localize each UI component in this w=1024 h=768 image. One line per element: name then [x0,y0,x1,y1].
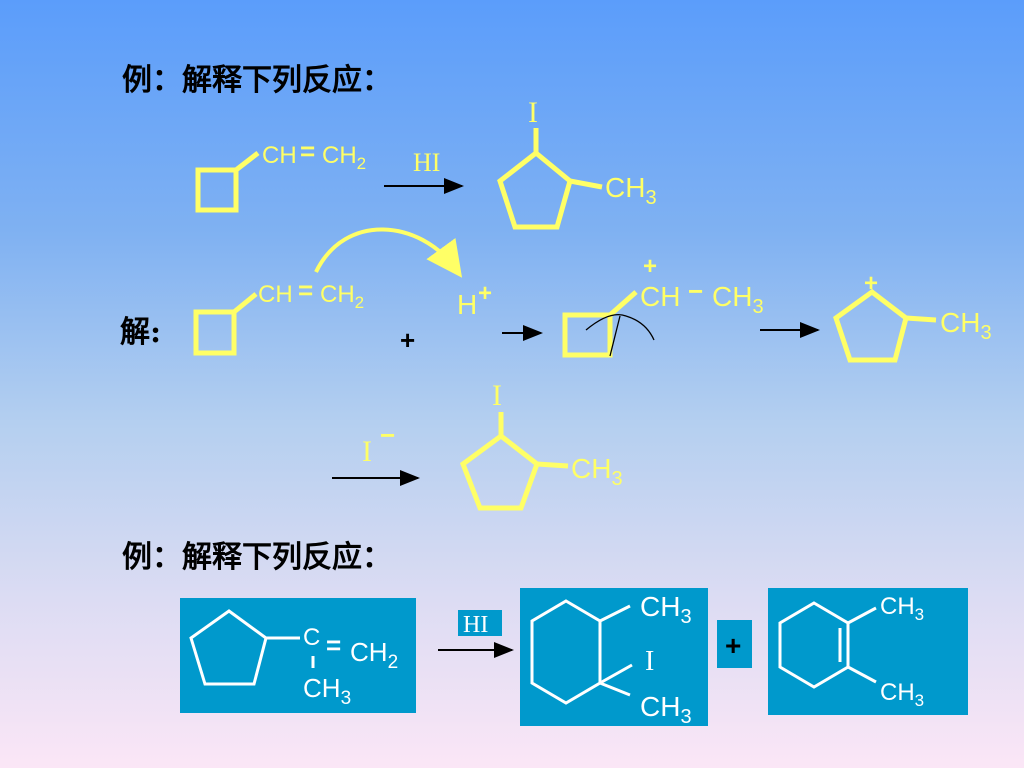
reaction2-product2-panel: CH3 CH3 [768,588,968,715]
svg-text:CH3: CH3 [303,673,351,709]
product2-ch3-bottom-sub: 3 [915,691,924,710]
product-ch3-sub: 3 [645,187,656,209]
reactant-ch2: CH [320,281,355,308]
reactant-c: C [303,624,320,651]
cyclobutane-ring [562,312,613,358]
reaction1-reactant: CH = CH2 [195,136,366,213]
product1-ch3-bottom-sub: 3 [680,706,691,728]
cyclopentane-ring [833,288,909,363]
teal-panel [768,588,968,715]
plus-sign: + [725,630,741,661]
mechanism-product: I CH3 [459,379,623,511]
mechanism-reactant: CH = CH2 [193,275,364,356]
cyclobutane-ring [193,309,237,356]
product1-ch3-bottom: CH [640,691,680,722]
product1-ch3-top: CH [640,591,680,622]
double-bond: = [300,136,315,166]
cyclopentane-ring [189,609,268,686]
svg-text:CH2: CH2 [350,637,398,673]
svg-text:CH3: CH3 [880,593,924,624]
reactant-ch3-sub: 3 [341,688,352,709]
plus-panel [717,620,752,668]
ring-ch3-sub: 3 [980,322,991,344]
reactant-ch2-sub: 2 [355,293,364,312]
product-ch3-sub: 3 [611,468,622,490]
svg-text:CH2: CH2 [320,281,364,312]
answer-label: 解: [120,315,161,350]
reactant-ch2-sub: 2 [388,652,399,673]
rearrangement-curve [585,313,655,341]
ring-expanded-cation: + CH3 [833,270,992,363]
reagent-hi: HI [463,612,488,638]
heading-bottom: 例：解释下列反应： [122,540,392,575]
product2-ch3-bottom: CH [880,679,915,706]
bond-migration-line [609,315,621,357]
reaction2-product1-panel: CH3 I CH3 [520,588,708,728]
electron-push-arrow [314,227,463,278]
product1-iodine: I [645,646,654,677]
ring-charge: + [864,270,878,297]
svg-text:CH3: CH3 [940,307,992,344]
cyclopentane-ring [459,432,540,511]
reagent-hi: HI [413,148,440,177]
product-ch3: CH [571,453,611,484]
reagent-panel [458,610,502,636]
plus-sign: + [400,325,415,355]
cation-ch3-sub: 3 [752,296,763,318]
double-bond: = [326,630,341,660]
cation-ch: CH [640,281,680,312]
iodide-charge: − [380,420,395,450]
iodide: I [362,435,372,468]
product-iodine: I [492,379,502,412]
cation-ch3: CH [712,281,752,312]
heading-top: 例：解释下列反应： [122,63,392,98]
reactant-ch: CH [258,281,293,308]
cyclobutane-ring [195,167,239,213]
single-bond-dash: − [688,276,703,306]
product-ch3: CH [605,172,645,203]
svg-text:CH2: CH2 [322,142,366,173]
svg-text:CH3: CH3 [640,591,692,628]
product1-ch3-top-sub: 3 [680,606,691,628]
product2-ch3-top: CH [880,593,915,620]
proton: H [457,289,477,320]
product2-ch3-top-sub: 3 [915,605,924,624]
reactant-ch2: CH [322,142,357,169]
double-bond: = [298,275,313,305]
cyclopentane-ring [497,149,573,230]
reactant-ch: CH [262,142,297,169]
reactant-ch2-sub: 2 [357,154,366,173]
reactant-ch3: CH [303,673,341,703]
reaction2-reactant-panel: C = CH2 CH3 [180,598,416,713]
svg-text:CH3: CH3 [640,691,692,728]
cation-charge: + [643,253,657,280]
svg-text:CH3: CH3 [605,172,657,209]
product-iodine: I [528,96,538,129]
reaction1-product: I CH3 [497,96,657,230]
svg-text:CH3: CH3 [712,281,764,318]
ring-ch3: CH [940,307,980,338]
svg-text:CH3: CH3 [880,679,924,710]
carbocation-intermediate: + CH − CH3 [562,253,764,358]
proton-charge: + [478,280,492,307]
svg-text:CH3: CH3 [571,453,623,490]
reactant-ch2: CH [350,637,388,667]
